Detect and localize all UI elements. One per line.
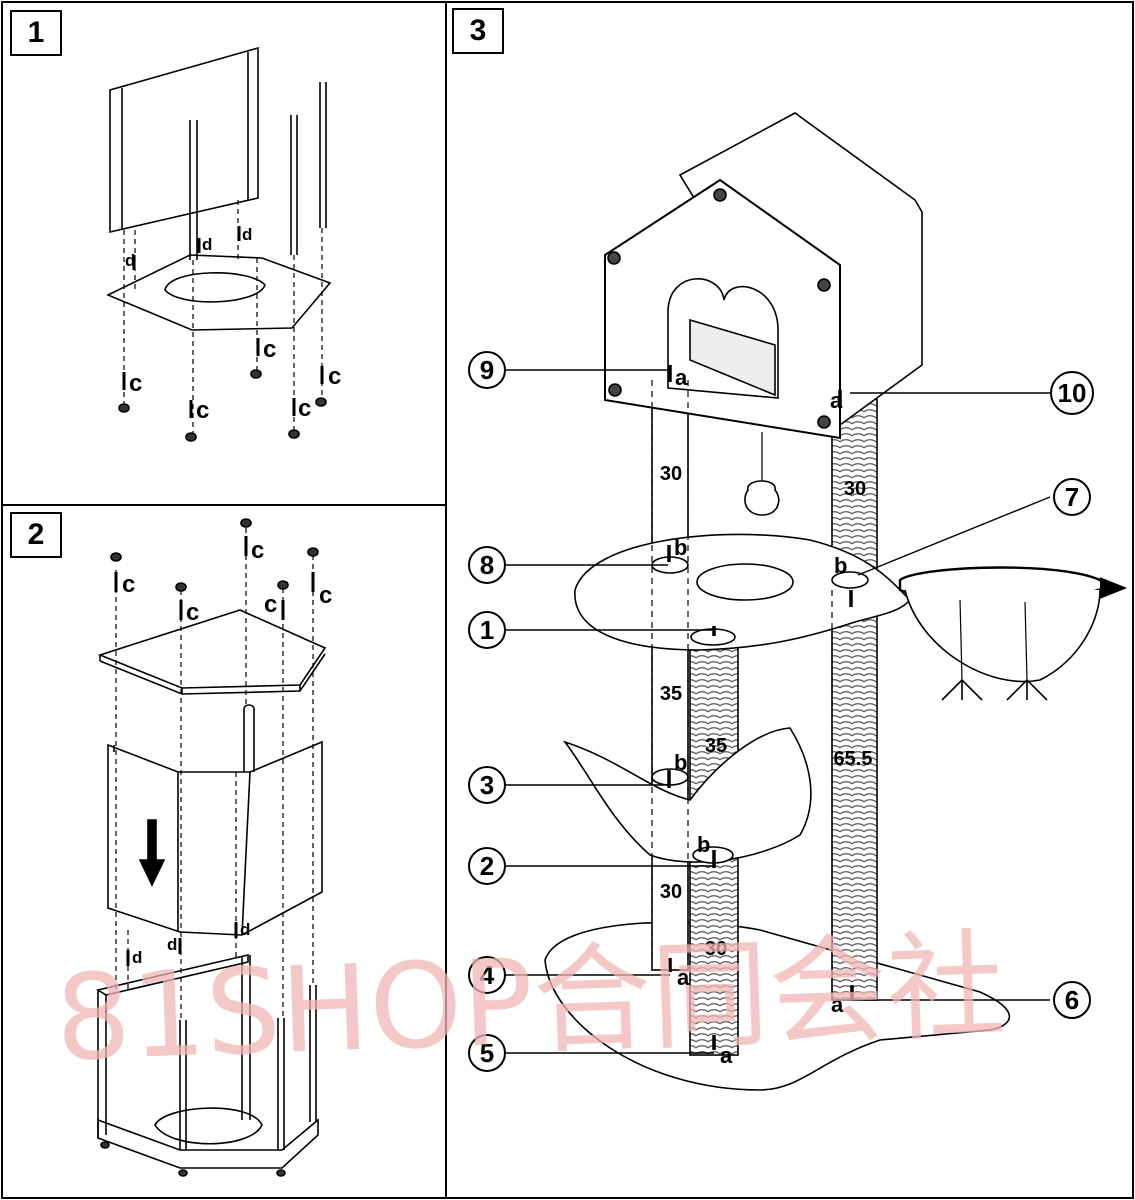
callout-8: 8: [480, 550, 494, 580]
panel1-drawing: [106, 46, 332, 442]
dim-lower-left: 30: [660, 881, 682, 903]
p2-label-c5: c: [319, 582, 332, 609]
panel3-drawing: [468, 112, 1128, 1091]
p1-label-c3: c: [263, 336, 276, 363]
p1-label-d2: d: [202, 235, 212, 254]
p2-label-d3: d: [240, 920, 250, 939]
letter-a-4: a: [677, 965, 690, 990]
letter-a-9: a: [675, 365, 688, 390]
callout-10: 10: [1058, 378, 1087, 408]
p1-label-c1: c: [129, 370, 142, 397]
callout-9: 9: [480, 355, 494, 385]
p2-label-d2: d: [167, 935, 177, 954]
callout-5: 5: [480, 1038, 494, 1068]
p1-label-d1: d: [125, 251, 135, 270]
letter-b-8: b: [674, 535, 687, 560]
p2-label-c3: c: [251, 537, 264, 564]
dim-lower-post: 30: [705, 938, 727, 960]
p2-label-c4: c: [264, 591, 277, 618]
letter-b-3: b: [674, 750, 687, 775]
p1-label-d3: d: [242, 225, 252, 244]
callout-4: 4: [480, 960, 495, 990]
panel2-drawing: [95, 518, 327, 1177]
letter-a-5: a: [720, 1043, 733, 1068]
panel-label-3: 3: [452, 8, 504, 54]
callout-2: 2: [480, 851, 494, 881]
p2-label-c1: c: [122, 571, 135, 598]
p1-label-c2: c: [196, 397, 209, 424]
callout-6: 6: [1065, 985, 1079, 1015]
letter-a-6: a: [831, 992, 844, 1017]
callout-3: 3: [480, 770, 494, 800]
dim-middle-left: 35: [660, 683, 682, 705]
panel-label-2: 2: [10, 512, 62, 558]
callout-7: 7: [1065, 482, 1079, 512]
dim-upper-right: 30: [844, 478, 866, 500]
dim-right-post: 65.5: [834, 748, 873, 770]
dim-upper-left: 30: [660, 463, 682, 485]
dim-middle-post: 35: [705, 735, 727, 757]
p2-label-d1: d: [132, 948, 142, 967]
p1-label-c5: c: [328, 363, 341, 390]
p1-label-c4: c: [298, 395, 311, 422]
letter-b-7: b: [834, 553, 847, 578]
p2-label-c2: c: [186, 599, 199, 626]
letter-b-2: b: [697, 832, 710, 857]
letter-a-10: a: [830, 388, 843, 413]
callout-1: 1: [480, 615, 494, 645]
panel-label-1: 1: [10, 10, 62, 56]
